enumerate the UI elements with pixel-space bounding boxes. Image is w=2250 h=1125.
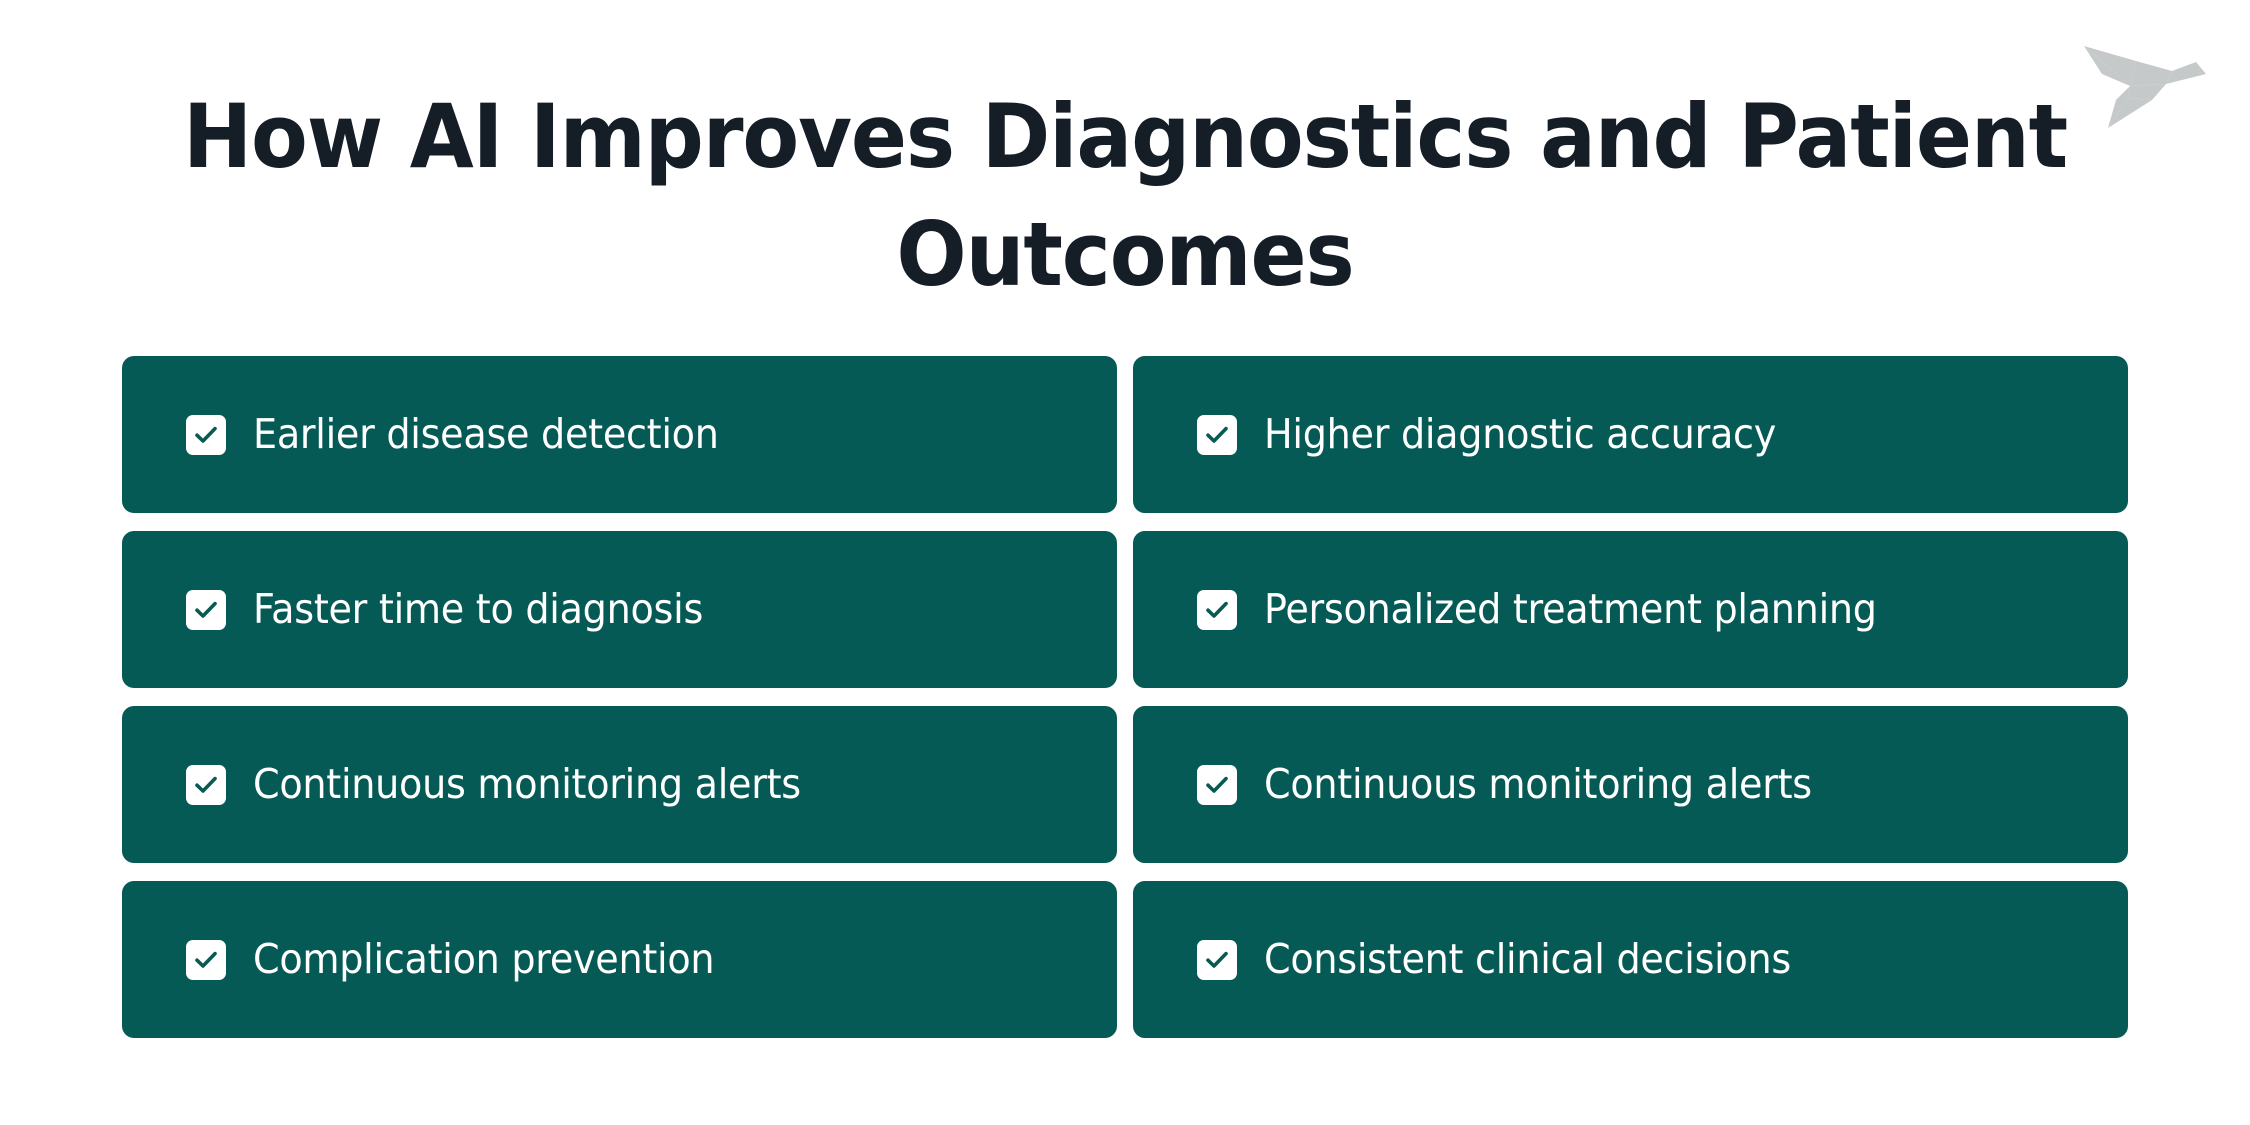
- benefit-card[interactable]: Earlier disease detection: [122, 356, 1117, 513]
- benefit-card[interactable]: Continuous monitoring alerts: [1133, 706, 2128, 863]
- benefit-card[interactable]: Consistent clinical decisions: [1133, 881, 2128, 1038]
- checkbox-checked-icon[interactable]: [1197, 414, 1237, 455]
- benefit-card[interactable]: Faster time to diagnosis: [122, 531, 1117, 688]
- benefit-card[interactable]: Continuous monitoring alerts: [122, 706, 1117, 863]
- benefit-card-label: Continuous monitoring alerts: [1264, 759, 1812, 808]
- checkbox-checked-icon[interactable]: [186, 939, 226, 980]
- page-title: How AI Improves Diagnostics and Patient …: [182, 85, 2068, 306]
- benefit-card-label: Higher diagnostic accuracy: [1264, 409, 1777, 458]
- benefit-card-label: Continuous monitoring alerts: [253, 759, 801, 808]
- page-title-container: How AI Improves Diagnostics and Patient …: [120, 78, 2130, 314]
- benefit-card-label: Complication prevention: [253, 934, 715, 983]
- checkbox-checked-icon[interactable]: [1197, 589, 1237, 630]
- benefit-card[interactable]: Complication prevention: [122, 881, 1117, 1038]
- benefit-card-label: Earlier disease detection: [253, 409, 719, 458]
- checkbox-checked-icon[interactable]: [1197, 939, 1237, 980]
- checkbox-checked-icon[interactable]: [186, 589, 226, 630]
- benefits-grid: Earlier disease detection Higher diagnos…: [122, 356, 2128, 1038]
- benefit-card-label: Faster time to diagnosis: [253, 584, 704, 633]
- benefit-card[interactable]: Higher diagnostic accuracy: [1133, 356, 2128, 513]
- checkbox-checked-icon[interactable]: [186, 764, 226, 805]
- benefit-card-label: Personalized treatment planning: [1264, 584, 1877, 633]
- benefit-card-label: Consistent clinical decisions: [1264, 934, 1792, 983]
- benefit-card[interactable]: Personalized treatment planning: [1133, 531, 2128, 688]
- checkbox-checked-icon[interactable]: [186, 414, 226, 455]
- checkbox-checked-icon[interactable]: [1197, 764, 1237, 805]
